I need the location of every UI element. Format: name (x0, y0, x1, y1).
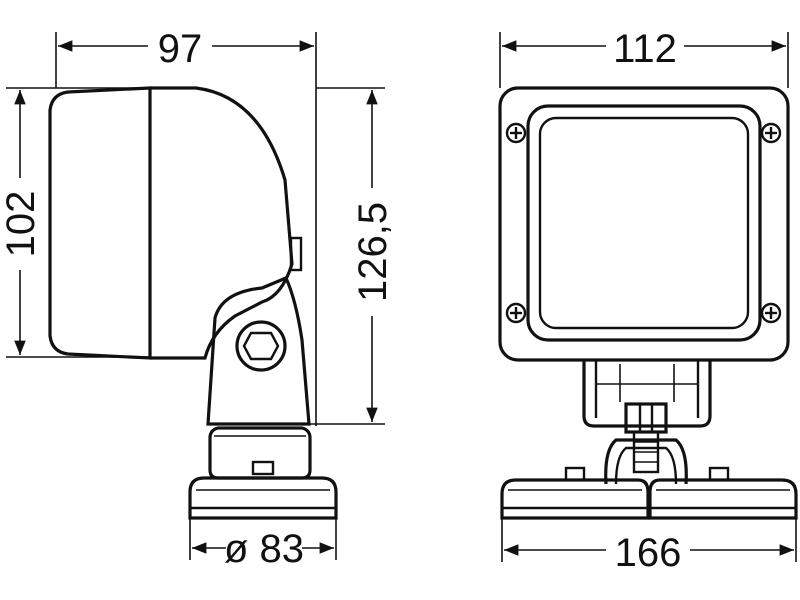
front-lens-inner (538, 116, 750, 330)
side-lens (48, 86, 152, 360)
side-bracket (206, 275, 311, 426)
front-pivot-arm (604, 438, 688, 485)
front-lens-outer (526, 104, 762, 342)
side-bolt-hex (242, 331, 280, 361)
front-base-nut (564, 466, 586, 482)
dim-label-126-5: 126,5 (351, 202, 395, 302)
side-connector (289, 236, 303, 272)
dim-label-112: 112 (613, 27, 677, 71)
screw-icon (505, 302, 527, 324)
screw-icon (760, 302, 782, 324)
side-bolt-washer (235, 320, 287, 372)
side-dimensions: 97 102 126,5 ø 83 (0, 27, 395, 571)
screw-icon (505, 122, 527, 144)
side-housing (150, 86, 294, 360)
side-view (48, 86, 338, 520)
dim-label-102: 102 (0, 191, 43, 258)
front-dimensions: 112 166 (499, 27, 797, 575)
dim-label-166: 166 (615, 531, 682, 575)
front-base-right (648, 478, 798, 520)
front-bracket (582, 360, 712, 428)
dim-label-83: ø 83 (224, 527, 304, 571)
front-base-left (500, 478, 650, 520)
front-frame (498, 86, 790, 362)
screw-icon (760, 122, 782, 144)
side-base (188, 476, 338, 520)
front-base-nut (708, 466, 730, 482)
side-nut (251, 460, 275, 476)
dim-label-97: 97 (158, 27, 203, 71)
front-nut (624, 402, 668, 434)
front-view (498, 86, 798, 520)
